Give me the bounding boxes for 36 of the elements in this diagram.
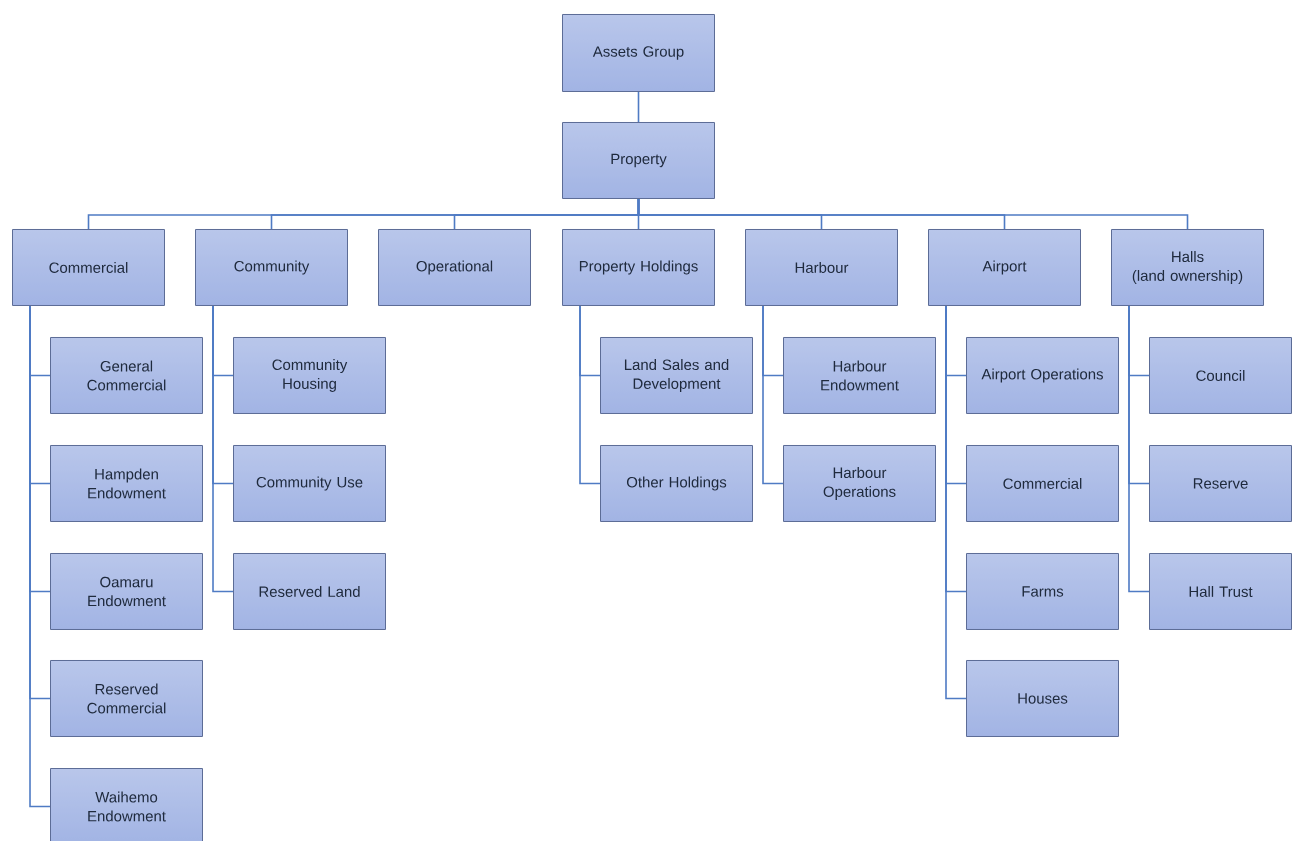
org-box: Waihemo Endowment: [50, 768, 203, 841]
connector-line: [637, 91, 640, 123]
org-box: Halls (land ownership): [1111, 229, 1264, 306]
connector-line: [1128, 305, 1150, 593]
org-box: Oamaru Endowment: [50, 553, 203, 630]
org-box: Commercial: [966, 445, 1119, 522]
org-box: Reserved Commercial: [50, 660, 203, 737]
org-box: Assets Group: [562, 14, 715, 92]
org-box: Community: [195, 229, 348, 306]
org-box: Commercial: [12, 229, 165, 306]
connector-line: [762, 305, 784, 485]
org-box: Reserved Land: [233, 553, 386, 630]
org-box: General Commercial: [50, 337, 203, 414]
org-box: Operational: [378, 229, 531, 306]
org-box: Hampden Endowment: [50, 445, 203, 522]
org-box: Property: [562, 122, 715, 199]
org-box: Land Sales and Development: [600, 337, 753, 414]
org-box: Houses: [966, 660, 1119, 737]
connector-line: [579, 305, 601, 485]
org-box: Community Use: [233, 445, 386, 522]
connector-line: [29, 305, 51, 808]
org-box: Harbour Operations: [783, 445, 936, 522]
org-box: Other Holdings: [600, 445, 753, 522]
org-box: Harbour Endowment: [783, 337, 936, 414]
connector-line: [212, 305, 234, 593]
org-box: Property Holdings: [562, 229, 715, 306]
org-box: Community Housing: [233, 337, 386, 414]
connector-line: [945, 305, 967, 700]
org-box: Harbour: [745, 229, 898, 306]
org-box: Airport: [928, 229, 1081, 306]
org-box: Council: [1149, 337, 1292, 414]
org-box: Farms: [966, 553, 1119, 630]
connector-line: [637, 198, 1189, 230]
org-box: Reserve: [1149, 445, 1292, 522]
org-box: Airport Operations: [966, 337, 1119, 414]
org-box: Hall Trust: [1149, 553, 1292, 630]
